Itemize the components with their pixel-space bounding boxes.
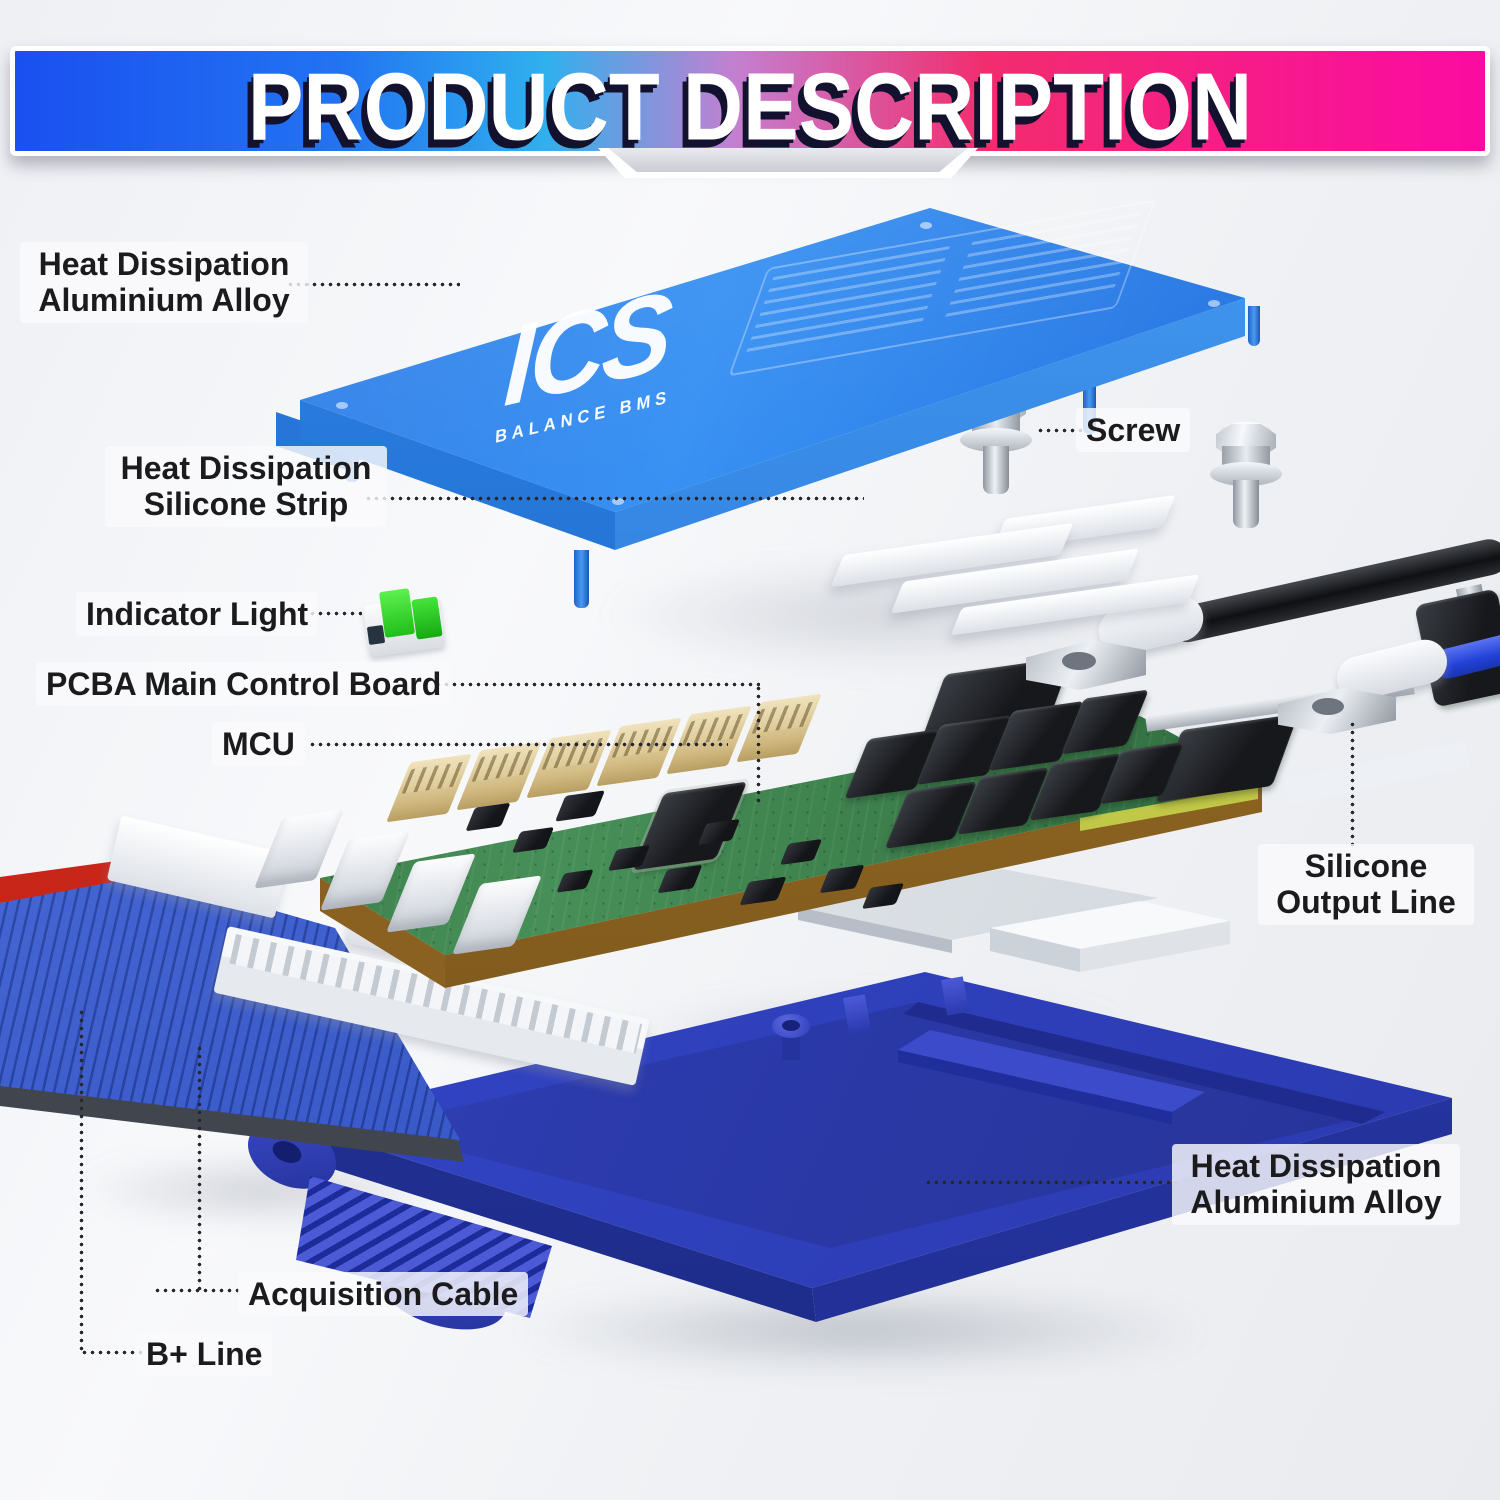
tan-connector <box>526 729 612 799</box>
leader-bplus-line-v <box>79 1010 84 1354</box>
leader-heat-top-line <box>288 282 460 287</box>
ring-terminal-blue-hole <box>1312 698 1344 715</box>
indicator-led-green2 <box>411 596 443 640</box>
label-heat-dissipation-bottom: Heat Dissipation Aluminium Alloy <box>1172 1144 1460 1225</box>
edge-white-bar <box>1284 741 1471 805</box>
label-line: Heat Dissipation <box>1190 1148 1442 1184</box>
label-pcba: PCBA Main Control Board <box>36 662 452 707</box>
label-indicator-light: Indicator Light <box>76 592 319 637</box>
tan-connector <box>596 717 682 787</box>
label-screw: Screw <box>1076 408 1191 453</box>
label-heat-dissipation-top: Heat Dissipation Aluminium Alloy <box>20 242 308 323</box>
label-line: Aluminium Alloy <box>1190 1184 1442 1221</box>
cover-corner-mark <box>612 498 624 505</box>
label-mcu: MCU <box>212 722 305 767</box>
cover-corner-mark <box>920 222 932 229</box>
label-line: Silicone Strip <box>143 486 349 523</box>
leader-bplus-line-h <box>82 1350 146 1355</box>
leader-indicator-line <box>310 611 362 616</box>
tan-connector <box>456 741 542 811</box>
leader-pcba-line <box>436 682 760 687</box>
cover-leg <box>574 550 589 608</box>
cover-corner-mark <box>1208 300 1220 307</box>
banner-notch-inner <box>608 148 968 172</box>
label-line: Output Line <box>1276 884 1456 921</box>
label-line: PCBA Main Control Board <box>46 666 442 702</box>
tray-boss-hole <box>782 1020 800 1031</box>
leader-heat-bottom-line <box>926 1180 1180 1185</box>
label-bplus-line: B+ Line <box>136 1332 273 1377</box>
label-line: Heat Dissipation <box>120 450 372 486</box>
label-line: Silicone <box>1304 848 1428 884</box>
label-line: Aluminium Alloy <box>38 282 290 319</box>
label-line: Acquisition Cable <box>248 1276 519 1312</box>
leader-screw-line <box>1038 428 1082 433</box>
indicator-led-pad <box>366 624 386 646</box>
label-line: Screw <box>1086 412 1181 448</box>
ic-chip <box>555 790 605 822</box>
tan-connector <box>736 693 822 763</box>
leader-acquisition-line-v <box>197 1046 202 1292</box>
page-title: PRODUCT DESCRIPTION <box>247 53 1253 162</box>
leader-pcba-line-v <box>756 686 761 804</box>
label-line: MCU <box>222 726 295 762</box>
ring-terminal-black-hole <box>1062 652 1096 670</box>
leader-acquisition-line-h <box>155 1288 241 1293</box>
cover-corner-mark <box>336 402 348 409</box>
label-silicone-output: Silicone Output Line <box>1258 844 1474 925</box>
cover-leg <box>1248 306 1260 346</box>
label-line: Indicator Light <box>86 596 309 632</box>
leader-silicone-strip-line <box>366 496 864 501</box>
screw-right <box>1206 422 1286 534</box>
tan-connector <box>386 753 472 823</box>
label-acquisition-cable: Acquisition Cable <box>238 1272 529 1317</box>
label-line: B+ Line <box>146 1336 263 1372</box>
label-silicone-strip: Heat Dissipation Silicone Strip <box>105 446 387 527</box>
title-banner: PRODUCT DESCRIPTION <box>10 46 1490 161</box>
tan-connector <box>666 705 752 775</box>
indicator-led-green <box>378 588 416 638</box>
leader-output-line-v <box>1350 722 1355 850</box>
screw-shaft <box>983 446 1009 494</box>
label-line: Heat Dissipation <box>38 246 290 282</box>
leader-mcu-line <box>310 742 728 747</box>
screw-shaft <box>1233 480 1259 528</box>
